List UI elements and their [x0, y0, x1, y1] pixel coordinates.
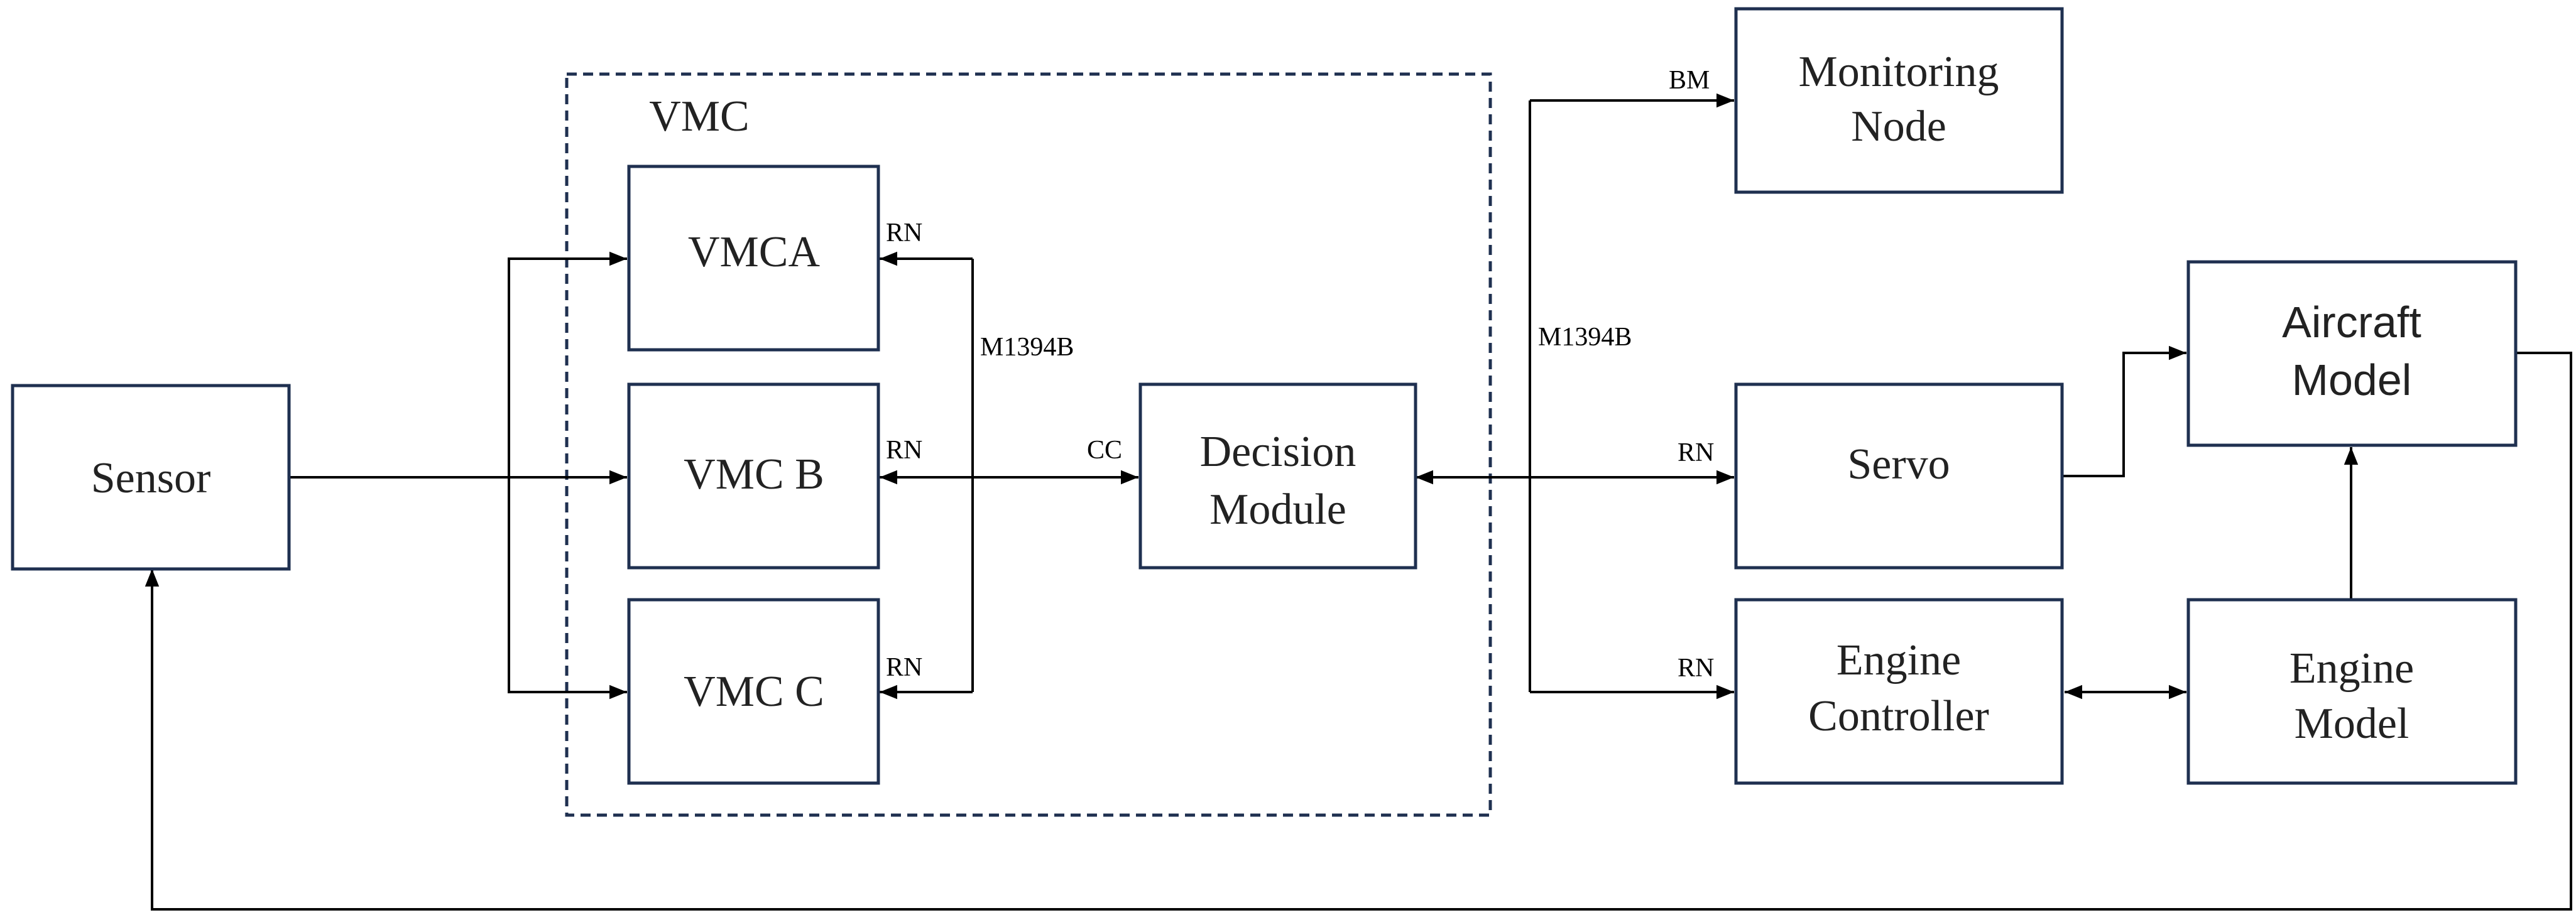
left-bus-label: M1394B	[980, 333, 1074, 362]
rn-label-servo: RN	[1678, 438, 1714, 467]
rn-label-vmca: RN	[886, 219, 922, 247]
rn-label-vmcb: RN	[886, 436, 922, 465]
engine-model-label-line2: Model	[2295, 700, 2410, 748]
aircraft-label-line1: Aircraft	[2282, 298, 2421, 347]
right-bus-label: M1394B	[1538, 323, 1632, 352]
vmcb-block: VMC B	[627, 382, 880, 570]
vmcc-label: VMC C	[684, 668, 824, 716]
engine-model-label-line1: Engine	[2289, 644, 2414, 693]
monitoring-node-block: Monitoring Node	[1734, 7, 2064, 194]
vmc-group-label: VMC	[649, 92, 749, 141]
engine-controller-block: Engine Controller	[1734, 598, 2064, 785]
sensor-to-vmca-wire	[508, 251, 627, 477]
decision-label-line2: Module	[1209, 485, 1346, 534]
aircraft-model-block: Aircraft Model	[2186, 260, 2518, 447]
sensor-to-vmcc-wire	[508, 477, 627, 700]
vmcb-label: VMC B	[684, 450, 824, 499]
sensor-block: Sensor	[11, 384, 291, 571]
engine-controller-label-line1: Engine	[1836, 636, 1961, 685]
feedback-to-sensor-wire	[145, 352, 2572, 911]
vmcc-block: VMC C	[627, 598, 880, 785]
servo-to-aircraft-wire	[2062, 345, 2186, 477]
rn-label-engine-controller: RN	[1678, 654, 1714, 683]
sensor-label: Sensor	[91, 454, 211, 502]
connections	[145, 93, 2572, 911]
rn-label-vmcc: RN	[886, 653, 922, 682]
engine-controller-label-line2: Controller	[1808, 692, 1989, 740]
vmca-block: VMCA	[627, 165, 880, 352]
engine-model-block: Engine Model	[2186, 598, 2518, 785]
vmc-group-boundary	[565, 72, 1492, 817]
decision-module-block: Decision Module	[1138, 382, 1417, 570]
servo-label: Servo	[1847, 440, 1950, 489]
vmca-label: VMCA	[688, 228, 820, 276]
decision-label-line1: Decision	[1200, 428, 1356, 476]
cc-label: CC	[1087, 436, 1122, 465]
servo-block: Servo	[1734, 382, 2064, 570]
aircraft-label-line2: Model	[2292, 355, 2412, 404]
bm-label: BM	[1669, 66, 1710, 95]
monitoring-label-line1: Monitoring	[1799, 48, 1999, 96]
monitoring-label-line2: Node	[1851, 102, 1946, 151]
